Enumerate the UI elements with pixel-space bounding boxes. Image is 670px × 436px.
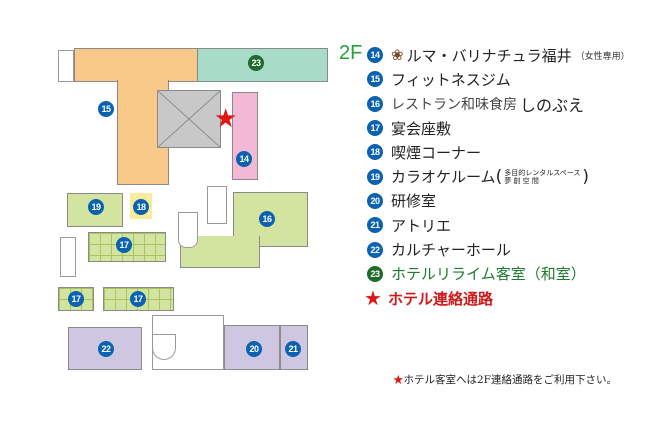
badge-19: 19 <box>88 199 104 215</box>
badge-17-left: 17 <box>68 291 84 307</box>
star-icon: ★ <box>364 286 382 311</box>
badge-22: 22 <box>98 341 114 357</box>
legend-item-hotel-passage: ★ ホテル連絡通路 <box>364 286 630 311</box>
stairs-top-left <box>58 50 74 82</box>
footnote-star-icon: ★ <box>393 374 404 386</box>
legend-sub-19-line1: 多目的レンタルスペース <box>504 168 581 177</box>
badge-21-legend: 21 <box>367 217 383 234</box>
legend-label-23: ホテルリライム客室（和室） <box>391 265 586 284</box>
legend-item-21: 21 アトリエ <box>367 213 630 237</box>
badge-20: 20 <box>246 341 262 357</box>
legend-sub-19: 多目的レンタルスペース 夢 創 空 間 <box>504 169 580 185</box>
badge-16: 16 <box>259 211 275 227</box>
legend-label-20: 研修室 <box>391 192 437 211</box>
legend-item-15: 15 フィットネスジム <box>367 67 630 91</box>
legend-note-14: （女性専用） <box>575 51 630 62</box>
badge-15-legend: 15 <box>367 71 383 88</box>
stair-bottom <box>152 334 176 360</box>
paren-open: ( <box>495 166 503 187</box>
legend-item-14: 14 ❀ ルマ・バリナチュラ福井 （女性専用） <box>367 43 630 67</box>
atrium-void <box>157 90 221 148</box>
badge-18: 18 <box>133 199 149 215</box>
room-15-fitness-top <box>74 48 198 82</box>
legend-item-23: 23 ホテルリライム客室（和室） <box>367 262 630 286</box>
legend-label-17: 宴会座敷 <box>391 119 452 138</box>
badge-18-legend: 18 <box>367 144 383 161</box>
legend-label-21: アトリエ <box>391 216 452 235</box>
floor-label: 2F <box>339 42 363 64</box>
legend-label-14: ルマ・バリナチュラ福井 <box>406 46 572 65</box>
badge-23-legend: 23 <box>367 265 383 282</box>
hall-corridor <box>152 315 224 370</box>
legend-label-hotel-passage: ホテル連絡通路 <box>387 289 493 308</box>
footnote: ★ホテル客室へは2F連絡通路をご利用下さい。 <box>393 372 617 387</box>
badge-17-right: 17 <box>130 291 146 307</box>
legend-item-20: 20 研修室 <box>367 189 630 213</box>
badge-17-legend: 17 <box>367 120 383 137</box>
legend-item-22: 22 カルチャーホール <box>367 237 630 261</box>
stair-left <box>60 237 76 277</box>
void-cross-icon <box>158 91 220 147</box>
badge-14-legend: 14 <box>367 47 383 64</box>
legend-label-16: レストラン和味食房 <box>391 96 517 113</box>
legend-item-19: 19 カラオケルーム ( 多目的レンタルスペース 夢 創 空 間 ) <box>367 164 630 188</box>
badge-14: 14 <box>236 151 252 167</box>
legend-sub-19-line2: 夢 創 空 間 <box>504 176 539 185</box>
legend-item-17: 17 宴会座敷 <box>367 116 630 140</box>
badge-19-legend: 19 <box>367 168 383 185</box>
legend-label-18: 喫煙コーナー <box>391 143 482 162</box>
hotel-passage-star-icon: ★ <box>214 104 238 134</box>
legend-label-19: カラオケルーム <box>391 168 496 187</box>
badge-16-legend: 16 <box>367 95 383 112</box>
badge-17-main: 17 <box>116 237 132 253</box>
lotus-icon: ❀ <box>391 46 404 65</box>
badge-21: 21 <box>285 341 301 357</box>
legend-item-16: 16 レストラン和味食房 しのぶえ <box>367 92 630 116</box>
legend-label-15: フィットネスジム <box>391 70 511 89</box>
badge-20-legend: 20 <box>367 192 383 209</box>
room-20-training <box>224 325 280 370</box>
footnote-text: ホテル客室へは2F連絡通路をご利用下さい。 <box>403 374 617 386</box>
badge-23: 23 <box>248 55 264 71</box>
legend-label-16b: しのぶえ <box>520 95 585 115</box>
paren-close: ) <box>582 166 590 187</box>
badge-15: 15 <box>98 101 114 117</box>
floor-plan: 23 15 14 19 18 16 17 17 17 22 20 21 ★ <box>0 0 345 400</box>
legend-item-18: 18 喫煙コーナー <box>367 140 630 164</box>
legend-label-22: カルチャーホール <box>391 241 511 260</box>
badge-22-legend: 22 <box>367 241 383 258</box>
legend: 14 ❀ ルマ・バリナチュラ福井 （女性専用） 15 フィットネスジム 16 レ… <box>364 43 630 311</box>
stair-center <box>178 212 198 248</box>
stair-right <box>207 186 227 224</box>
